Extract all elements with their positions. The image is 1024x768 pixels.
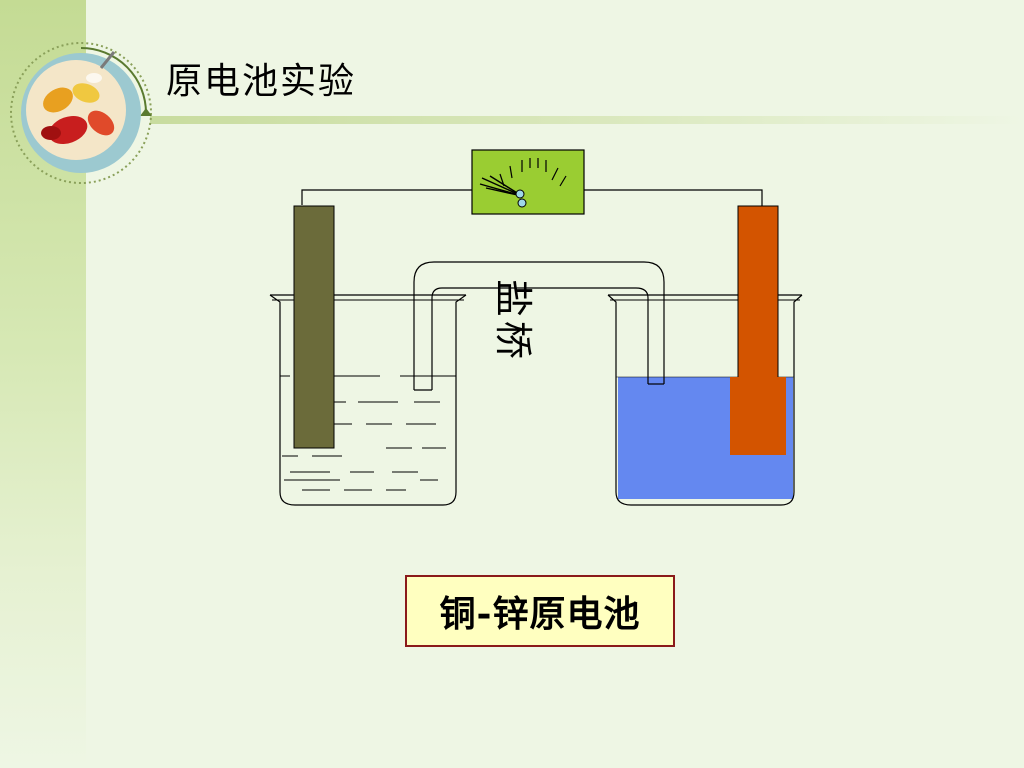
wire-right	[584, 189, 763, 208]
salt-bridge-label: 盐桥	[491, 278, 536, 363]
copper-electrode	[730, 205, 786, 455]
caption-box: 铜-锌原电池	[405, 575, 675, 647]
capsule-pills-icon	[10, 42, 152, 184]
slide-title: 原电池实验	[166, 61, 357, 102]
header-divider	[150, 116, 1024, 124]
zinc-electrode	[293, 205, 335, 449]
wire-left	[301, 189, 472, 205]
caption-text: 铜-锌原电池	[439, 593, 641, 635]
salt-bridge	[413, 261, 665, 391]
galvanometer-icon	[471, 149, 585, 215]
